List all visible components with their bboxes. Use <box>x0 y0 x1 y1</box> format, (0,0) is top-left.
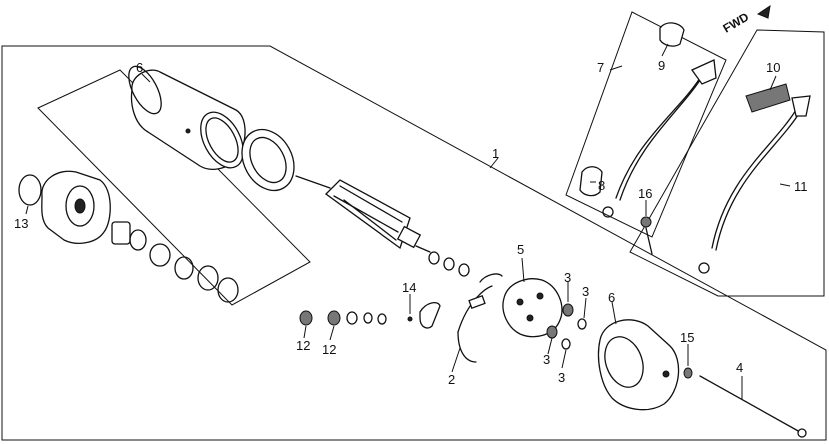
callout-1: 1 <box>492 146 499 161</box>
part-armature <box>295 175 431 253</box>
callout-8: 8 <box>598 178 605 193</box>
callout-10: 10 <box>766 60 780 75</box>
part-nuts-12 <box>299 310 413 326</box>
callout-9: 9 <box>658 58 665 73</box>
part-front-cover <box>41 170 111 244</box>
part-brush-ring <box>241 128 295 192</box>
part-brush-plate <box>457 273 503 363</box>
part-yoke <box>128 65 246 170</box>
part-cap-10 <box>745 83 791 113</box>
callout-6a: 6 <box>136 60 143 75</box>
fwd-arrow-icon <box>756 4 771 19</box>
callout-5: 5 <box>517 242 524 257</box>
part-oring-13 <box>18 174 42 206</box>
lead-11-frame <box>629 29 825 297</box>
assembly-outline <box>1 45 827 441</box>
part-lead-11 <box>698 95 811 274</box>
part-brush-holder-5 <box>502 278 563 338</box>
part-screws-3 <box>546 303 587 350</box>
callout-11: 11 <box>794 179 808 194</box>
part-bolt-4 <box>699 375 807 438</box>
part-washer-15 <box>683 367 693 379</box>
callout-3d: 3 <box>558 370 565 385</box>
part-commutator-washers <box>428 251 470 277</box>
part-cap-9 <box>659 22 685 47</box>
callout-2: 2 <box>448 372 455 387</box>
callout-3c: 3 <box>543 352 550 367</box>
part-boot-8 <box>579 166 603 197</box>
part-bearing <box>111 221 239 303</box>
callout-3b: 3 <box>582 284 589 299</box>
callout-3a: 3 <box>564 270 571 285</box>
callout-labels: 1 2 3 3 3 3 4 5 6 6 7 8 9 10 11 12 12 13… <box>14 58 808 387</box>
fwd-arrow: FWD <box>721 4 771 36</box>
fwd-text: FWD <box>721 10 752 36</box>
front-cover-subframe <box>37 69 311 306</box>
lead-7-frame <box>565 11 727 238</box>
part-rear-cover <box>597 319 680 411</box>
callout-6b: 6 <box>608 290 615 305</box>
callout-4: 4 <box>736 360 743 375</box>
part-insulator <box>419 301 441 329</box>
callout-7: 7 <box>597 60 604 75</box>
leader-lines <box>25 43 791 400</box>
callout-15: 15 <box>680 330 694 345</box>
callout-12b: 12 <box>322 342 336 357</box>
callout-13: 13 <box>14 216 28 231</box>
callout-14: 14 <box>402 280 416 295</box>
callout-16: 16 <box>638 186 652 201</box>
part-lead-7 <box>602 59 717 218</box>
part-bolt-16 <box>640 216 653 255</box>
callout-12a: 12 <box>296 338 310 353</box>
